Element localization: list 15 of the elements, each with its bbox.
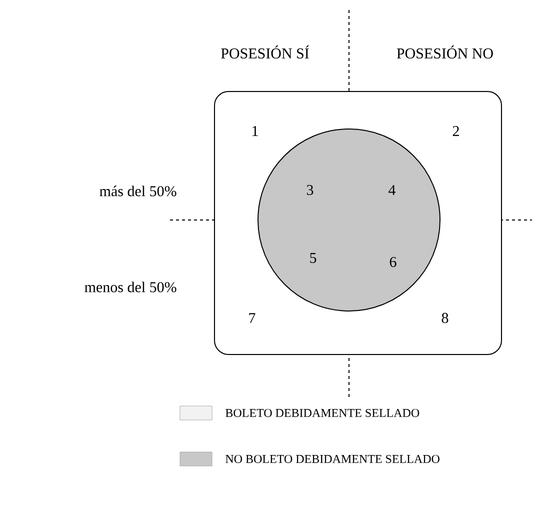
region-number: 2 (452, 126, 459, 136)
region-number: 1 (252, 126, 258, 136)
legend-text: NO BOLETO DEBIDAMENTE SELLADO (226, 454, 440, 464)
row-label: más del 50% (100, 186, 176, 196)
region-number: 8 (442, 312, 448, 324)
legend-text: BOLETO DEBIDAMENTE SELLADO (226, 408, 420, 418)
region-number: 5 (310, 253, 316, 263)
column-heading: POSESIÓN SÍ (221, 45, 309, 58)
region-number: 7 (249, 313, 256, 323)
column-heading: POSESIÓN NO (396, 45, 493, 58)
row-label: menos del 50% (84, 282, 176, 292)
region-number: 6 (390, 256, 396, 268)
region-number: 4 (388, 185, 396, 195)
circle-region (258, 128, 440, 312)
region-number: 3 (306, 184, 314, 196)
